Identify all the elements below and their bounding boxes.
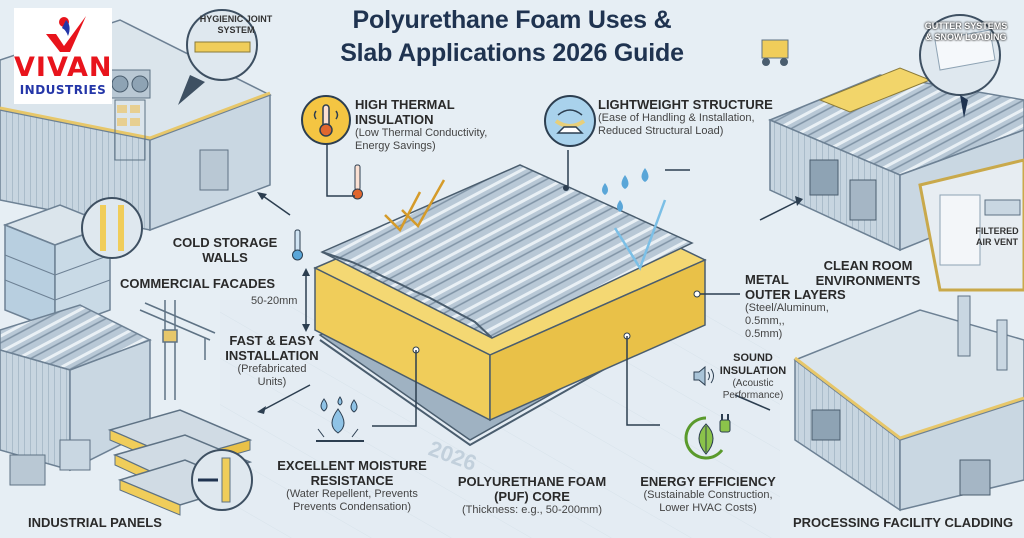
app-cold-storage: COLD STORAGE WALLS — [170, 235, 280, 265]
leader-lines — [262, 140, 801, 427]
gutter-callout: GUTTER SYSTEMS & SNOW LOADING — [916, 21, 1016, 43]
thermal-heading-2: INSULATION — [355, 112, 434, 127]
warehouse-illustration — [761, 14, 1024, 252]
flexible-panel-icon — [544, 95, 596, 147]
energy-desc-2: Lower HVAC Costs) — [659, 502, 757, 514]
hygienic-joint-callout: HYGIENIC JOINT SYSTEM — [199, 14, 273, 35]
clean-room-illustration — [918, 158, 1024, 292]
energy-desc-1: (Sustainable Construction, — [643, 489, 773, 501]
energy-heading: ENERGY EFFICIENCY — [640, 474, 776, 489]
filtered-line-1: FILTERED — [975, 226, 1019, 236]
thermometer-icon — [301, 95, 351, 145]
sound-desc-2: Performance) — [722, 390, 784, 401]
lightweight-heading: LIGHTWEIGHT STRUCTURE — [598, 97, 773, 112]
title-line-2: Slab Applications 2026 Guide — [340, 39, 684, 67]
install-desc-1: (Prefabricated — [237, 363, 307, 375]
logo-subtitle: INDUSTRIES — [19, 83, 107, 97]
core-desc: (Thickness: e.g., 50-200mm) — [462, 504, 602, 516]
feature-metal-layers: METAL OUTER LAYERS (Steel/Aluminum, 0.5m… — [745, 272, 855, 341]
gutter-line-1: GUTTER SYSTEMS — [924, 21, 1008, 31]
app-processing-facility: PROCESSING FACILITY CLADDING — [793, 515, 1014, 530]
processing-facility-illustration — [793, 295, 1024, 512]
metal-desc-3: 0.5mm) — [745, 328, 783, 340]
feature-sound: SOUND INSULATION (Acoustic Performance) — [718, 352, 788, 402]
feature-install: FAST & EASY INSTALLATION (Prefabricated … — [222, 333, 322, 389]
vivan-logo: VIVAN INDUSTRIES — [14, 8, 112, 104]
filtered-line-2: AIR VENT — [975, 237, 1018, 247]
moisture-desc-2: Prevents Condensation) — [292, 501, 411, 513]
water-drops-icon — [316, 396, 364, 442]
moisture-heading-1: EXCELLENT MOISTURE — [277, 458, 427, 473]
title-line-1: Polyurethane Foam Uses & — [352, 6, 672, 34]
thermal-desc-1: (Low Thermal Conductivity, — [355, 127, 488, 139]
clean-room-line-1: CLEAN ROOM — [823, 258, 913, 273]
cold-storage-line-2: WALLS — [202, 250, 248, 265]
filtered-air-callout: FILTERED AIR VENT — [970, 226, 1024, 248]
checkmark-person-icon — [46, 16, 86, 52]
install-heading-1: FAST & EASY — [229, 333, 315, 348]
app-commercial-facades: COMMERCIAL FACADES — [120, 276, 276, 291]
metal-desc-2: 0.5mm,, — [745, 315, 785, 327]
core-heading-2: (PUF) CORE — [494, 489, 570, 504]
sound-heading-2: INSULATION — [719, 365, 787, 377]
metal-heading-2: OUTER LAYERS — [745, 287, 846, 302]
sound-desc-1: (Acoustic — [732, 378, 774, 389]
speaker-icon — [693, 365, 714, 387]
logo-brand: VIVAN — [14, 52, 113, 83]
lightweight-desc-2: Reduced Structural Load) — [598, 125, 724, 137]
feature-energy: ENERGY EFFICIENCY (Sustainable Construct… — [628, 474, 788, 515]
app-clean-room: CLEAN ROOM ENVIRONMENTS — [808, 258, 928, 288]
lightweight-desc-1: (Ease of Handling & Installation, — [598, 112, 755, 124]
moisture-desc-1: (Water Repellent, Prevents — [286, 488, 418, 500]
feature-puf-core: POLYURETHANE FOAM (PUF) CORE (Thickness:… — [442, 474, 622, 517]
stacked-panels-illustration — [107, 409, 253, 516]
metal-heading-1: METAL — [745, 272, 789, 287]
sound-heading-1: SOUND — [733, 352, 773, 364]
install-desc-2: Units) — [257, 376, 287, 388]
feature-lightweight: LIGHTWEIGHT STRUCTURE (Ease of Handling … — [598, 97, 798, 138]
install-heading-2: INSTALLATION — [225, 348, 319, 363]
puf-panel-illustration — [292, 164, 707, 447]
app-industrial-panels: INDUSTRIAL PANELS — [28, 515, 162, 530]
clean-room-line-2: ENVIRONMENTS — [815, 273, 921, 288]
thermal-heading-1: HIGH THERMAL — [355, 97, 455, 112]
thermal-desc-2: Energy Savings) — [355, 140, 436, 152]
core-heading-1: POLYURETHANE FOAM — [457, 474, 607, 489]
moisture-heading-2: RESISTANCE — [310, 473, 394, 488]
leaf-plug-icon — [684, 414, 731, 460]
crane-illustration — [139, 300, 216, 400]
commercial-building-illustration — [2, 197, 143, 332]
gutter-line-2: & SNOW LOADING — [925, 32, 1007, 42]
feature-moisture: EXCELLENT MOISTURE RESISTANCE (Water Rep… — [268, 458, 436, 514]
page-title: Polyurethane Foam Uses & Slab Applicatio… — [300, 4, 724, 70]
metal-desc-1: (Steel/Aluminum, — [745, 302, 829, 314]
cold-storage-line-1: COLD STORAGE — [172, 235, 278, 250]
feature-thermal: HIGH THERMAL INSULATION (Low Thermal Con… — [355, 97, 535, 153]
thickness-dimension: 50-20mm — [251, 295, 298, 307]
